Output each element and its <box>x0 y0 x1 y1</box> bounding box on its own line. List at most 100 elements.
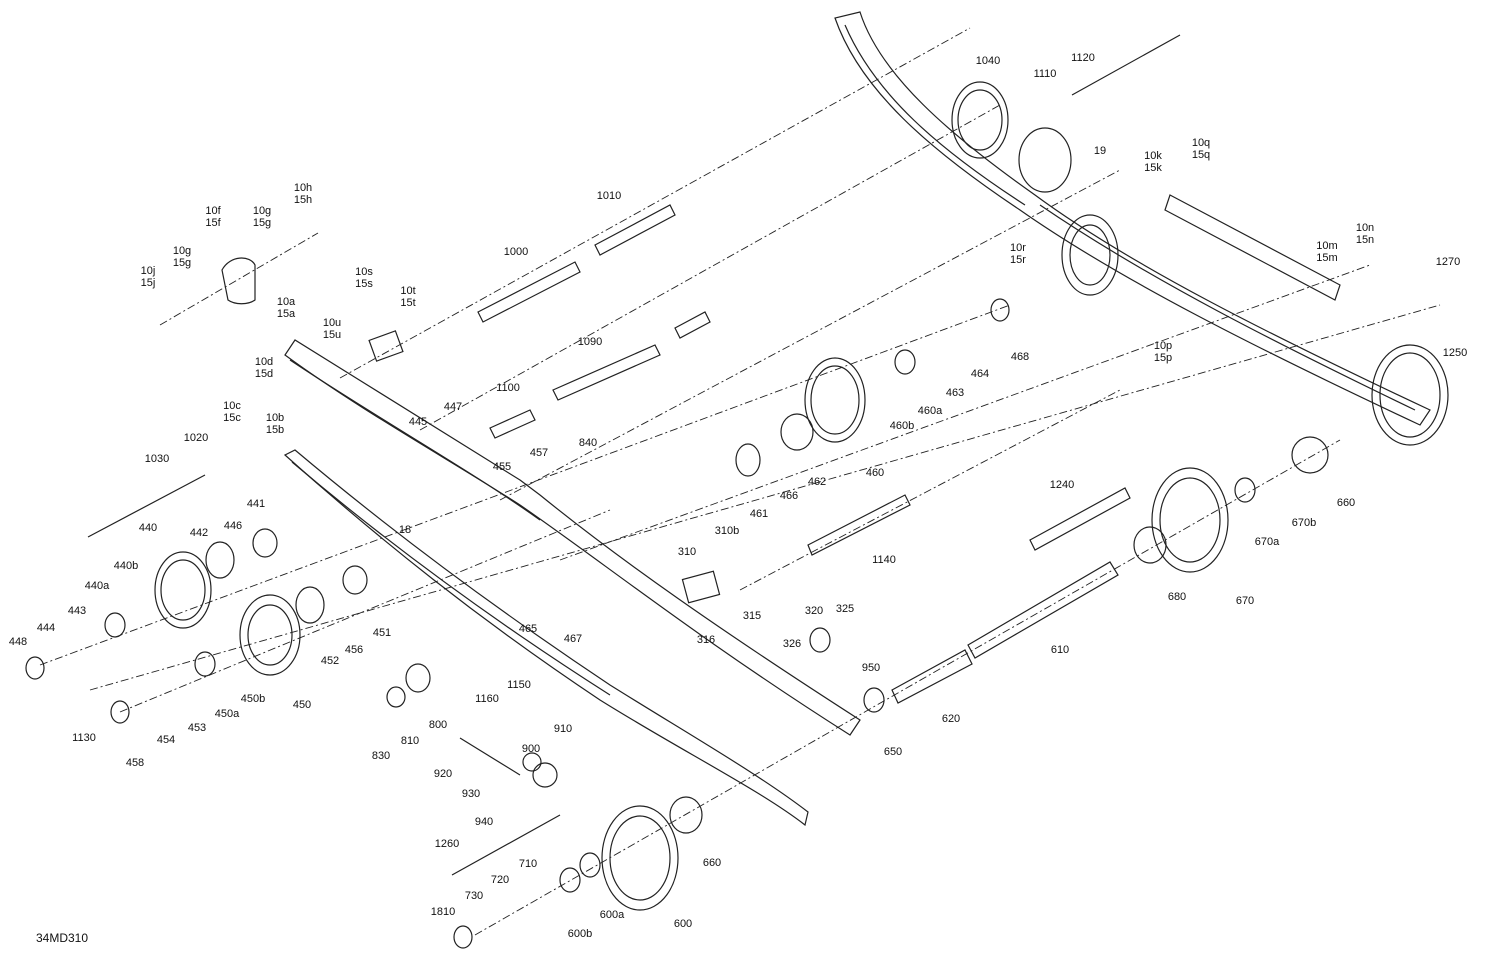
part-callout: 10m 15m <box>1316 240 1338 264</box>
part-callout: 463 <box>945 387 965 399</box>
part-callout: 670 <box>1235 595 1255 607</box>
part-callout: 10d 15d <box>254 356 274 380</box>
part-callout: 670a <box>1254 536 1280 548</box>
part-callout: 10r 15r <box>1010 242 1026 266</box>
part-callout: 10c 15c <box>223 400 241 424</box>
part-callout: 1150 <box>507 679 531 691</box>
part-callout: 19 <box>1093 145 1107 157</box>
part-callout: 620 <box>941 713 961 725</box>
part-callout: 320 <box>804 605 824 617</box>
part-callout: 900 <box>521 743 541 755</box>
part-callout: 1270 <box>1435 256 1461 268</box>
part-callout: 660 <box>702 857 722 869</box>
part-callout: 310 <box>677 546 697 558</box>
part-callout: 1240 <box>1049 479 1075 491</box>
small-parts <box>25 257 1329 949</box>
part-callout: 445 <box>408 416 428 428</box>
part-callout: 455 <box>492 461 512 473</box>
part-callout: 461 <box>749 508 769 520</box>
part-callout: 10s 15s <box>355 266 373 290</box>
part-callout: 454 <box>156 734 176 746</box>
part-callout: 460b <box>889 420 915 432</box>
part-callout: 468 <box>1010 351 1030 363</box>
left-rail <box>283 339 861 827</box>
part-callout: 1010 <box>596 190 622 202</box>
part-callout: 800 <box>428 719 448 731</box>
part-callout: 1810 <box>430 906 456 918</box>
part-callout: 600a <box>599 909 625 921</box>
part-callout: 610 <box>1050 644 1070 656</box>
part-callout: 1020 <box>183 432 209 444</box>
right-rail <box>834 11 1431 426</box>
part-callout: 453 <box>187 722 207 734</box>
drawing-code: 34MD310 <box>36 931 89 945</box>
part-callout: 467 <box>563 633 583 645</box>
part-callout: 730 <box>464 890 484 902</box>
part-callout: 10j 15j <box>140 265 156 289</box>
part-callout: 457 <box>529 447 549 459</box>
part-callout: 440b <box>113 560 139 572</box>
part-callout: 443 <box>67 605 87 617</box>
idler-wheels <box>154 81 1449 911</box>
part-callout: 10f 15f <box>205 205 221 229</box>
part-callout: 10n 15n <box>1355 222 1375 246</box>
part-callout: 452 <box>320 655 340 667</box>
part-callout: 10q 15q <box>1191 137 1211 161</box>
part-callout: 460 <box>865 467 885 479</box>
part-callout: 466 <box>779 490 799 502</box>
part-callout: 10k 15k <box>1144 150 1162 174</box>
part-callout: 10a 15a <box>276 296 296 320</box>
part-callout: 450a <box>214 708 240 720</box>
part-callout: 458 <box>125 757 145 769</box>
part-callout: 10g 15g <box>172 245 192 269</box>
part-callout: 10h 15h <box>293 182 313 206</box>
part-callout: 10b 15b <box>265 412 285 436</box>
part-callout: 1140 <box>872 554 896 566</box>
part-callout: 1130 <box>72 732 96 744</box>
part-callout: 310b <box>714 525 740 537</box>
part-callout: 441 <box>246 498 266 510</box>
assembly-lines <box>39 27 1441 936</box>
part-callout: 451 <box>372 627 392 639</box>
part-callout: 325 <box>835 603 855 615</box>
part-callout: 456 <box>344 644 364 656</box>
part-callout: 326 <box>782 638 802 650</box>
part-callout: 450b <box>240 693 266 705</box>
part-callout: 10t 15t <box>400 285 416 309</box>
part-callout: 810 <box>400 735 420 747</box>
part-callout: 440a <box>84 580 110 592</box>
part-callout: 950 <box>861 662 881 674</box>
part-callout: 650 <box>883 746 903 758</box>
part-callout: 920 <box>433 768 453 780</box>
part-callout: 1160 <box>475 693 499 705</box>
part-callout: 930 <box>461 788 481 800</box>
part-callout: 462 <box>807 476 827 488</box>
part-callout: 447 <box>443 401 463 413</box>
part-callout: 1040 <box>975 55 1001 67</box>
part-callout: 670b <box>1291 517 1317 529</box>
part-callout: 720 <box>490 874 510 886</box>
part-callout: 1120 <box>1071 52 1095 64</box>
part-callout: 710 <box>518 858 538 870</box>
part-callout: 600b <box>567 928 593 940</box>
part-callout: 465 <box>518 623 538 635</box>
part-callout: 444 <box>36 622 56 634</box>
part-callout: 1000 <box>503 246 529 258</box>
part-callout: 600 <box>673 918 693 930</box>
cross-shafts <box>87 34 1181 876</box>
part-callout: 1260 <box>434 838 460 850</box>
part-callout: 840 <box>578 437 598 449</box>
part-callout: 464 <box>970 368 990 380</box>
part-callout: 1110 <box>1033 68 1057 80</box>
part-callout: 1100 <box>496 382 520 394</box>
part-callout: 1250 <box>1442 347 1468 359</box>
part-callout: 440 <box>138 522 158 534</box>
part-callout: 940 <box>474 816 494 828</box>
part-callout: 442 <box>189 527 209 539</box>
part-callout: 460a <box>917 405 943 417</box>
part-callout: 680 <box>1167 591 1187 603</box>
part-callout: 18 <box>398 524 412 536</box>
part-callout: 316 <box>696 634 716 646</box>
part-callout: 1090 <box>577 336 603 348</box>
